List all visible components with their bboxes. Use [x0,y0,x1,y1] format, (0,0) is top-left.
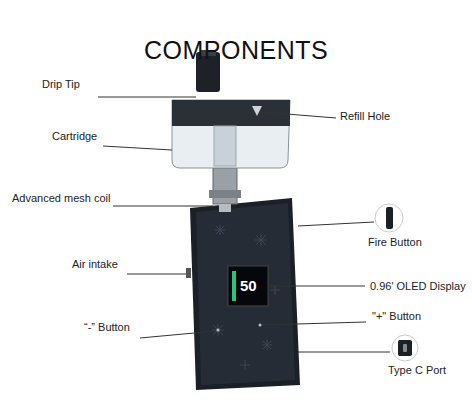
coil-pin [219,204,231,212]
cartridge-body [172,100,290,168]
part-label: Type C Port [388,364,446,377]
part-label: "+" Button [372,310,421,323]
device-body [190,198,300,390]
cartridge-chimney [214,126,236,166]
part-label: Fire Button [368,236,422,249]
mesh-coil [213,168,237,204]
oled-screen [228,266,268,306]
part-label: Drip Tip [42,78,80,91]
part-label: Cartridge [52,130,97,143]
refill-hole [252,106,262,116]
leader-lines [98,97,390,352]
snowflake-pattern [212,225,280,370]
part-label: Air intake [72,258,118,271]
coil-ring [209,190,241,198]
part-label: Refill Hole [340,110,390,123]
fire-button-shape [386,207,393,229]
plus-button-dot [259,324,262,327]
fire-button-icon [375,204,403,232]
part-label: “-” Button [84,321,130,334]
part-label: 0.96' OLED Display [370,280,466,293]
part-label: Advanced mesh coil [12,192,110,205]
title: COMPONENTS [144,36,328,65]
type-c-shape [398,340,412,356]
type-c-port-hole [403,344,407,352]
screen-reading: 50 [240,278,257,294]
battery-bar [232,271,236,301]
air-intake-slot [186,268,191,278]
type-c-icon [392,335,418,361]
device-panel [196,203,295,385]
minus-button-dot [217,329,220,332]
